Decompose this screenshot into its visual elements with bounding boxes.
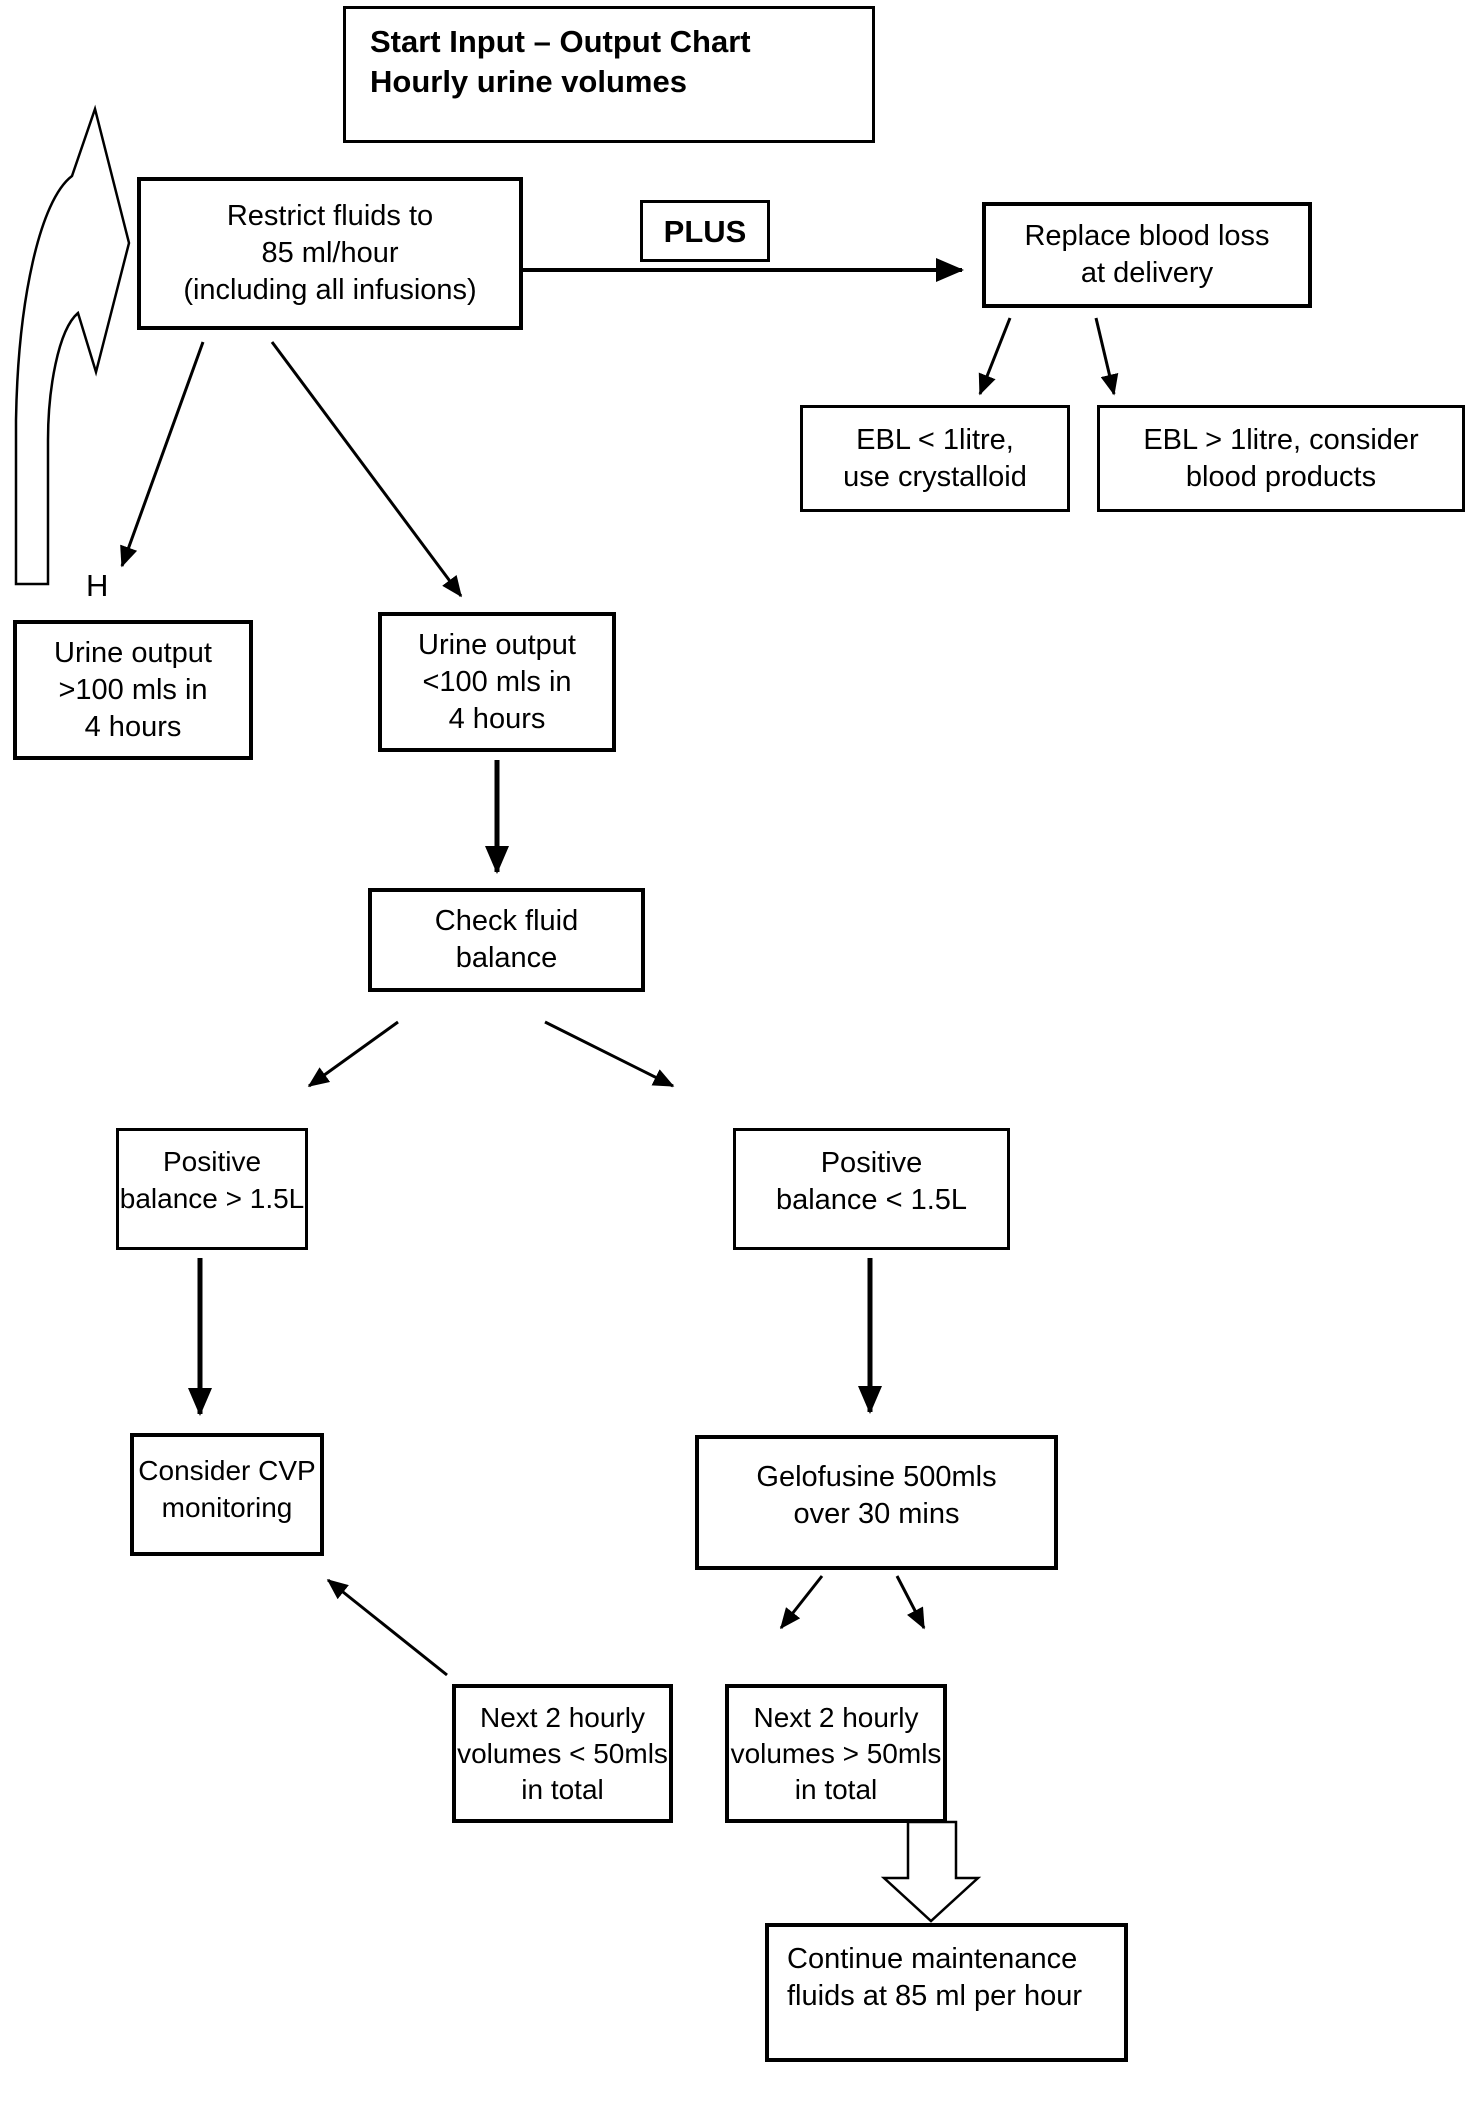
node-continue-maintenance-fluids: Continue maintenance fluids at 85 ml per… (765, 1923, 1128, 2062)
node-line: EBL > 1litre, consider (1143, 423, 1419, 456)
arrow-check-to-pos-high (307, 1020, 399, 1088)
node-consider-cvp-monitoring: Consider CVP monitoring (130, 1433, 324, 1556)
node-line: monitoring (161, 1491, 293, 1523)
fat-arrow-next-high-to-continue (880, 1820, 982, 1923)
node-line: balance < 1.5L (775, 1184, 968, 1216)
node-restrict-fluids: Restrict fluids to 85 ml/hour (including… (137, 177, 523, 330)
node-line: volumes < 50mls (457, 1737, 668, 1769)
node-line: EBL < 1litre, (856, 423, 1014, 456)
arrow-gelo-to-next-high (895, 1575, 926, 1630)
node-line: balance > 1.5L (119, 1183, 305, 1214)
node-plus: PLUS (640, 200, 770, 262)
node-line: Next 2 hourly (753, 1701, 919, 1733)
node-gelofusine-500mls: Gelofusine 500mls over 30 mins (695, 1435, 1058, 1570)
arrow-check-to-pos-low (544, 1020, 675, 1088)
node-line: use crystalloid (843, 460, 1027, 493)
node-line: Gelofusine 500mls (756, 1461, 997, 1493)
node-line: Hourly urine volumes (370, 63, 687, 99)
node-line: Replace blood loss (1024, 220, 1270, 252)
node-line: 85 ml/hour (261, 237, 399, 269)
node-line: 4 hours (448, 702, 546, 735)
node-line: Consider CVP (138, 1454, 316, 1486)
node-line: Urine output (54, 636, 212, 669)
node-line: Urine output (418, 628, 576, 661)
node-line: Next 2 hourly (480, 1701, 645, 1733)
node-line: <100 mls in (422, 665, 572, 698)
node-title: Start Input – Output Chart Hourly urine … (343, 6, 875, 143)
node-line: Restrict fluids to (226, 200, 434, 232)
node-line: Positive (820, 1147, 923, 1179)
node-line: 4 hours (84, 710, 182, 743)
node-line: volumes > 50mls (730, 1737, 942, 1769)
node-line: at delivery (1080, 257, 1214, 289)
node-check-fluid-balance: Check fluid balance (368, 888, 645, 992)
node-line: PLUS (663, 213, 747, 249)
node-line: over 30 mins (793, 1498, 960, 1530)
node-positive-balance-over-1-5l: Positive balance > 1.5L (116, 1128, 308, 1250)
node-line: blood products (1185, 460, 1377, 493)
node-line: in total (521, 1773, 604, 1805)
node-urine-output-under-100: Urine output <100 mls in 4 hours (378, 612, 616, 752)
node-next-2-hourly-over-50mls: Next 2 hourly volumes > 50mls in total (725, 1684, 947, 1823)
arrow-gelo-to-next-low (779, 1575, 824, 1630)
node-line: (including all infusions) (183, 274, 477, 306)
arrow-replace-to-ebl-low (978, 317, 1012, 396)
node-replace-blood-loss: Replace blood loss at delivery (982, 202, 1312, 308)
stray-h-label: H (86, 568, 109, 603)
node-line: balance (455, 942, 558, 974)
node-line: Check fluid (434, 905, 579, 937)
curved-entry-arrow (14, 104, 131, 586)
node-next-2-hourly-under-50mls: Next 2 hourly volumes < 50mls in total (452, 1684, 673, 1823)
node-ebl-over-1litre: EBL > 1litre, consider blood products (1097, 405, 1465, 512)
arrow-restrict-to-urine-high (120, 341, 205, 568)
node-line: in total (794, 1773, 878, 1805)
node-urine-output-over-100: Urine output >100 mls in 4 hours (13, 620, 253, 760)
node-ebl-under-1litre: EBL < 1litre, use crystalloid (800, 405, 1070, 512)
node-line: fluids at 85 ml per hour (787, 1980, 1082, 2012)
node-line: >100 mls in (58, 673, 208, 706)
arrow-restrict-to-urine-low (270, 341, 463, 598)
node-positive-balance-under-1-5l: Positive balance < 1.5L (733, 1128, 1010, 1250)
arrow-next-low-to-cvp (326, 1578, 448, 1677)
arrow-replace-to-ebl-high (1094, 317, 1119, 396)
node-line: Positive (162, 1146, 262, 1177)
node-line: Start Input – Output Chart (370, 23, 751, 59)
node-line: Continue maintenance (787, 1943, 1078, 1975)
